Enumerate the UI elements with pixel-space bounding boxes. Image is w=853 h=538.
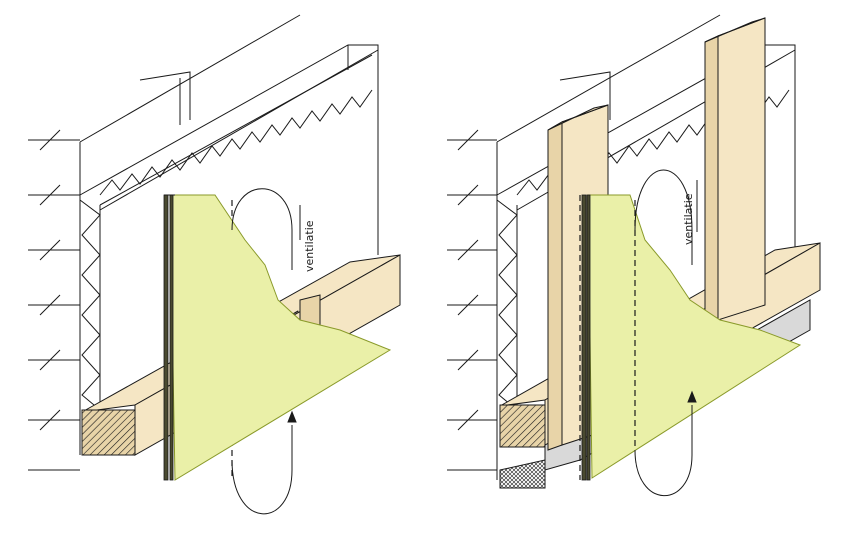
right-ventilation-arrow (634, 169, 697, 497)
right-sheathing-panel (587, 194, 802, 479)
left-beam-end-hatched (81, 409, 136, 456)
left-panel-edge (163, 194, 175, 481)
right-side-insulation (496, 199, 518, 411)
right-back-wall (496, 14, 796, 480)
left-structure-lines (28, 129, 80, 471)
left-sheathing-panel (169, 194, 392, 481)
right-beam-end-hatched (499, 404, 546, 448)
right-structure-lines (447, 129, 497, 471)
right-ventilation-label: ventilatie (682, 193, 695, 245)
left-ventilation-label: ventilatie (303, 220, 316, 272)
left-wall-diagram: ventilatie (28, 14, 401, 515)
left-top-insulation (99, 89, 373, 196)
left-ventilation-arrow (231, 188, 297, 515)
right-wall-diagram: ventilatie (447, 14, 821, 497)
right-vertical-batten-back (704, 17, 766, 326)
right-panel-edge (581, 194, 591, 481)
left-side-insulation (79, 199, 101, 411)
left-back-wall (79, 14, 379, 455)
